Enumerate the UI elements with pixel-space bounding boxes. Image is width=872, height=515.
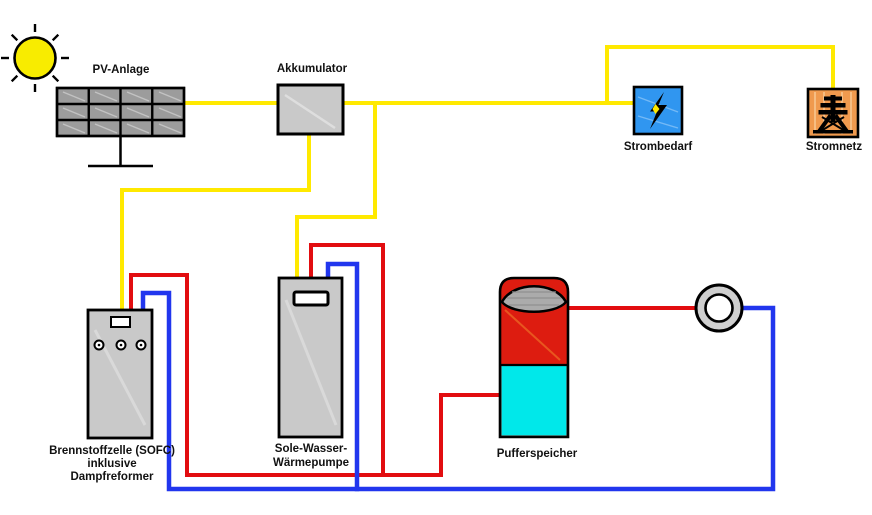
buffer-tank — [498, 276, 570, 439]
lightning-glint — [652, 104, 660, 114]
cold-return-pipes — [140, 261, 776, 492]
pipe-return-loop — [140, 290, 776, 492]
sun-rays — [1, 24, 69, 92]
wire-to-heatpump — [295, 101, 377, 282]
solar-panel-icon — [55, 86, 186, 168]
heat-pump-display — [292, 290, 330, 307]
demand-box — [632, 85, 684, 136]
tank-outline — [498, 276, 570, 439]
heat-pump-unit — [277, 276, 344, 439]
power-pylon-icon — [813, 95, 853, 134]
fuel-cell-label-2: inklusive — [87, 458, 136, 470]
battery-box — [276, 83, 345, 136]
electricity-wires — [120, 45, 835, 313]
demand-label: Strombedarf — [624, 141, 693, 153]
circulation-pump-icon — [694, 283, 744, 333]
lightning-bolt-icon — [650, 92, 667, 129]
pipe-heatpump-hot — [309, 243, 385, 477]
pipe-heatpump-return — [325, 261, 360, 492]
heat-pump-label-2: Wärmepumpe — [273, 457, 349, 469]
panel-cell-glints — [62, 91, 182, 134]
heat-pump-label-1: Sole-Wasser- — [275, 443, 348, 455]
pipe-fuelcell-to-tank — [129, 273, 505, 477]
tank-glint — [504, 309, 561, 361]
wire-to-grid — [605, 45, 835, 105]
grid-box — [806, 87, 860, 139]
pv-label: PV-Anlage — [93, 64, 150, 76]
tank-cold-zone — [501, 365, 567, 436]
fuel-cell-unit — [86, 308, 154, 440]
grid-label: Stromnetz — [806, 141, 862, 153]
buffer-tank-label: Pufferspeicher — [497, 448, 578, 460]
panel-grid — [55, 86, 186, 138]
fuel-cell-label-1: Brennstoffzelle (SOFC) — [49, 445, 175, 457]
battery-glint — [284, 93, 336, 130]
sun-icon — [1, 24, 69, 92]
fuel-cell-knobs — [93, 339, 147, 351]
pump-inner — [704, 293, 734, 323]
sun-disc — [13, 36, 57, 80]
fuel-cell-label-3: Dampfreformer — [70, 471, 154, 483]
tank-lens-streaks — [507, 291, 561, 306]
hot-flow-pipes — [129, 243, 704, 477]
battery-label: Akkumulator — [277, 63, 348, 75]
heat-pump-glint — [284, 299, 338, 426]
wire-battery-to-fuelcell — [120, 132, 311, 313]
fuel-cell-display — [110, 316, 131, 328]
